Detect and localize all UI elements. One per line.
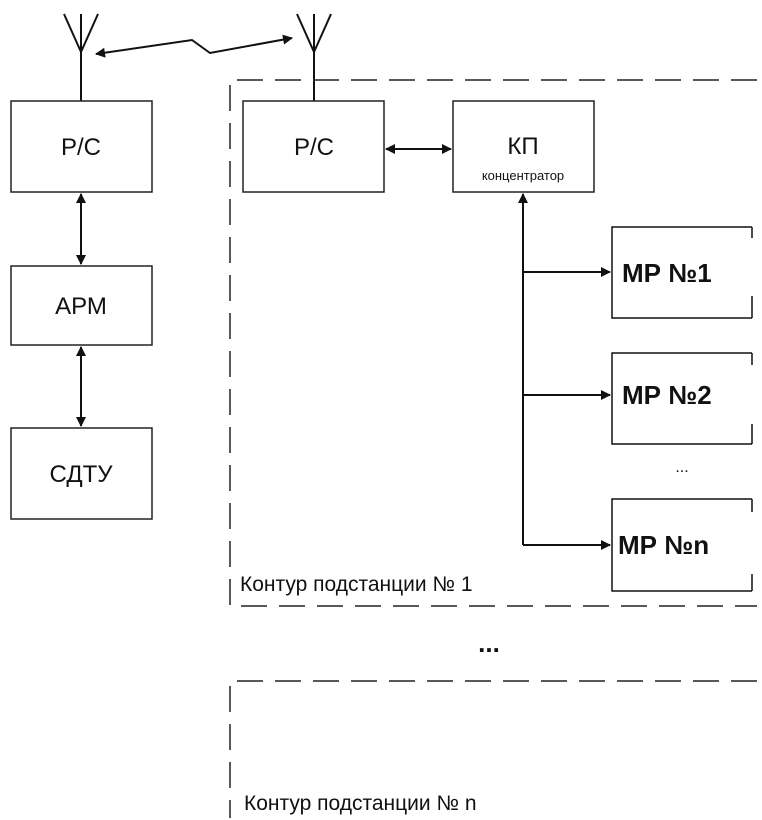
left-rs-label: Р/С xyxy=(61,134,101,161)
sdtu-label: СДТУ xyxy=(50,461,114,488)
relay-1-label: МР №1 xyxy=(622,258,712,288)
arm-box xyxy=(10,265,153,346)
arm-label: АРМ xyxy=(55,293,107,320)
antenna-right-icon xyxy=(296,13,332,101)
relay-1-box xyxy=(611,226,752,319)
relay-n-box xyxy=(611,498,752,592)
substation-n-label: Контур подстанции № n xyxy=(244,792,477,815)
antenna-left-icon xyxy=(63,13,99,101)
relay-ellipsis: ... xyxy=(675,459,688,476)
sdtu-box xyxy=(10,427,153,520)
substation-n-contour xyxy=(229,680,757,818)
kp-label: КП xyxy=(507,133,538,160)
sub1-rs-label: Р/С xyxy=(294,134,334,161)
left-rs-box xyxy=(10,100,153,193)
relay-n-label: МР №n xyxy=(618,530,709,560)
kp-box xyxy=(452,100,595,193)
between-ellipsis: ... xyxy=(478,628,500,658)
sub1-rs-box xyxy=(242,100,385,193)
relay-2-box xyxy=(611,352,752,445)
relay-2-label: МР №2 xyxy=(622,380,712,410)
radio-link-arrow xyxy=(95,34,293,58)
kp-sublabel: концентратор xyxy=(482,168,564,183)
substation-1-contour xyxy=(229,79,757,607)
substation-1-label: Контур подстанции № 1 xyxy=(240,573,473,596)
